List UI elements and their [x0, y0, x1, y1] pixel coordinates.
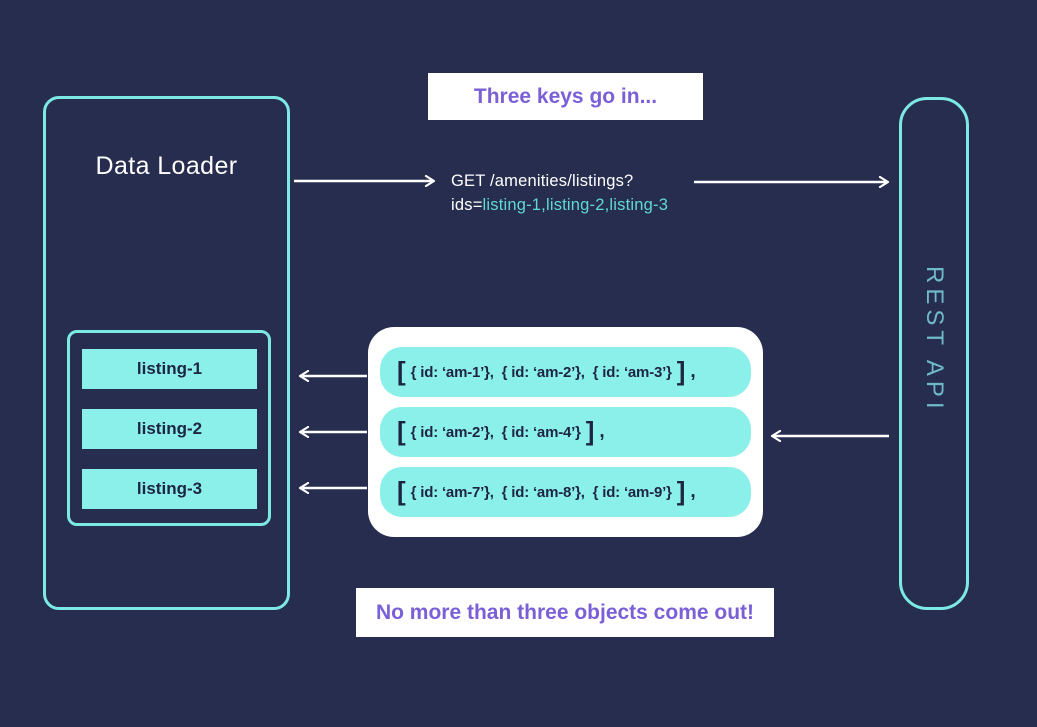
banner-keys-go-in: Three keys go in...	[428, 73, 703, 120]
banner-objects-come-out: No more than three objects come out!	[356, 588, 774, 637]
key-listing-2: listing-2	[82, 409, 257, 449]
rest-api-box: REST API	[899, 97, 969, 610]
key-listing-3: listing-3	[82, 469, 257, 509]
response-pill-1: [ { id: ‘am-1’}, { id: ‘am-2’}, { id: ‘a…	[380, 347, 751, 397]
request-ids-value: listing-1,listing-2,listing-3	[482, 196, 669, 214]
response-items-1: { id: ‘am-1’}, { id: ‘am-2’}, { id: ‘am-…	[410, 363, 672, 381]
response-pill-3: [ { id: ‘am-7’}, { id: ‘am-8’}, { id: ‘a…	[380, 467, 751, 517]
data-loader-box	[43, 96, 290, 610]
request-text: GET /amenities/listings? ids=listing-1,l…	[451, 169, 668, 217]
close-bracket: ]	[585, 415, 595, 446]
close-bracket: ]	[676, 355, 686, 386]
response-items-3: { id: ‘am-7’}, { id: ‘am-8’}, { id: ‘am-…	[410, 483, 672, 501]
data-loader-title: Data Loader	[95, 152, 238, 180]
trailing-comma: ,	[599, 421, 605, 442]
open-bracket: [	[397, 355, 406, 386]
key-listing-1: listing-1	[82, 349, 257, 389]
open-bracket: [	[397, 415, 406, 446]
open-bracket: [	[397, 475, 406, 506]
keys-container	[67, 330, 271, 526]
response-pill-2: [ { id: ‘am-2’}, { id: ‘am-4’} ] ,	[380, 407, 751, 457]
request-ids-prefix: ids=	[451, 196, 483, 214]
rest-api-label: REST API	[921, 265, 948, 414]
close-bracket: ]	[676, 475, 686, 506]
trailing-comma: ,	[690, 481, 696, 502]
response-items-2: { id: ‘am-2’}, { id: ‘am-4’}	[410, 423, 581, 441]
trailing-comma: ,	[690, 361, 696, 382]
request-line2: ids=listing-1,listing-2,listing-3	[451, 193, 668, 217]
request-line1: GET /amenities/listings?	[451, 172, 634, 190]
response-panel: [ { id: ‘am-1’}, { id: ‘am-2’}, { id: ‘a…	[368, 327, 763, 537]
